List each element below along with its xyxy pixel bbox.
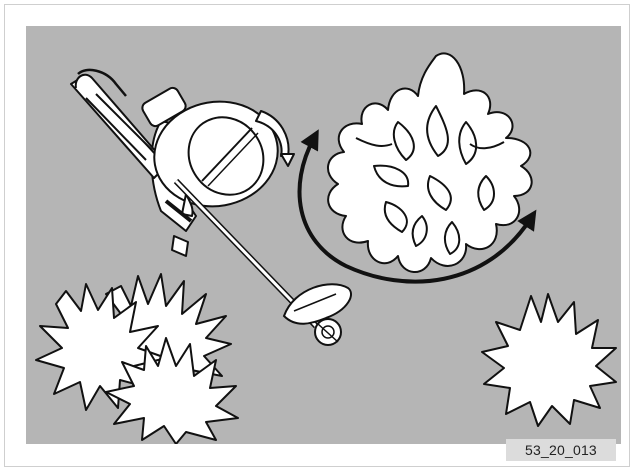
illustration-scene: [26, 26, 621, 444]
figure-reference-code: 53_20_013: [506, 439, 616, 461]
figure-frame: [4, 4, 630, 467]
